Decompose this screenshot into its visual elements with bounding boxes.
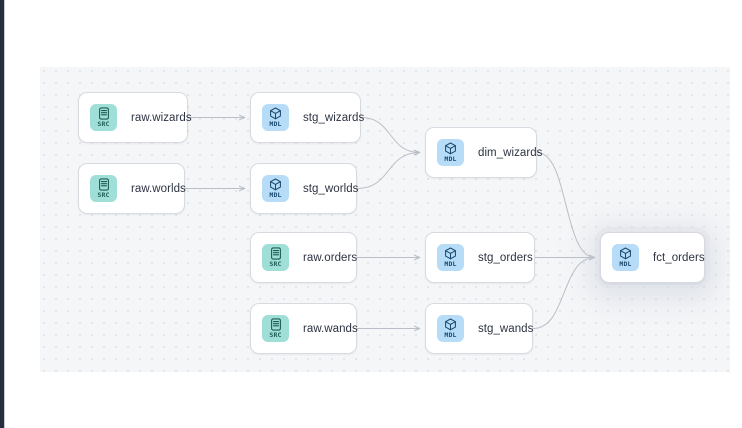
node-kind-code: SRC xyxy=(269,260,282,269)
node-label: stg_orders xyxy=(478,251,533,264)
node-label: raw.wands xyxy=(303,322,358,335)
lineage-node-dim_wizards[interactable]: MDL dim_wizards xyxy=(425,127,542,178)
lineage-node-stg_wizards[interactable]: MDL stg_wizards xyxy=(250,92,365,143)
database-icon: SRC xyxy=(90,175,117,202)
left-rail-divider xyxy=(4,0,5,428)
lineage-node-raw_wands[interactable]: SRC raw.wands xyxy=(250,303,358,354)
database-icon: SRC xyxy=(262,315,289,342)
lineage-node-fct_orders[interactable]: MDL fct_orders xyxy=(600,232,705,283)
node-label: fct_orders xyxy=(653,251,705,264)
node-kind-code: MDL xyxy=(269,120,282,129)
cube-icon: MDL xyxy=(437,139,464,166)
node-kind-code: MDL xyxy=(444,260,457,269)
cube-icon: MDL xyxy=(262,104,289,131)
node-label: raw.worlds xyxy=(131,182,186,195)
cube-icon: MDL xyxy=(262,175,289,202)
lineage-node-raw_orders[interactable]: SRC raw.orders xyxy=(250,232,357,283)
lineage-edge-stg_wizards-to-dim_wizards xyxy=(360,117,420,153)
node-label: stg_worlds xyxy=(303,182,359,195)
database-icon: SRC xyxy=(262,244,289,271)
lineage-node-stg_worlds[interactable]: MDL stg_worlds xyxy=(250,163,359,214)
node-kind-code: SRC xyxy=(269,331,282,340)
node-label: dim_wizards xyxy=(478,146,543,159)
cube-icon: MDL xyxy=(437,315,464,342)
lineage-edge-stg_worlds-to-dim_wizards xyxy=(356,153,420,189)
cube-icon: MDL xyxy=(437,244,464,271)
lineage-node-raw_worlds[interactable]: SRC raw.worlds xyxy=(78,163,186,214)
lineage-node-raw_wizards[interactable]: SRC raw.wizards xyxy=(78,92,192,143)
node-kind-code: SRC xyxy=(97,120,110,129)
database-icon: SRC xyxy=(90,104,117,131)
lineage-node-stg_wands[interactable]: MDL stg_wands xyxy=(425,303,533,354)
node-kind-code: MDL xyxy=(619,260,632,269)
node-label: raw.wizards xyxy=(131,111,192,124)
lineage-edge-dim_wizards-to-fct_orders xyxy=(536,152,595,258)
node-label: stg_wands xyxy=(478,322,534,335)
node-kind-code: SRC xyxy=(97,191,110,200)
node-kind-code: MDL xyxy=(444,155,457,164)
node-kind-code: MDL xyxy=(444,331,457,340)
left-rail xyxy=(0,0,5,428)
lineage-edge-stg_wands-to-fct_orders xyxy=(532,258,595,329)
node-label: stg_wizards xyxy=(303,111,365,124)
lineage-node-stg_orders[interactable]: MDL stg_orders xyxy=(425,232,535,283)
node-kind-code: MDL xyxy=(269,191,282,200)
cube-icon: MDL xyxy=(612,244,639,271)
node-label: raw.orders xyxy=(303,251,358,264)
